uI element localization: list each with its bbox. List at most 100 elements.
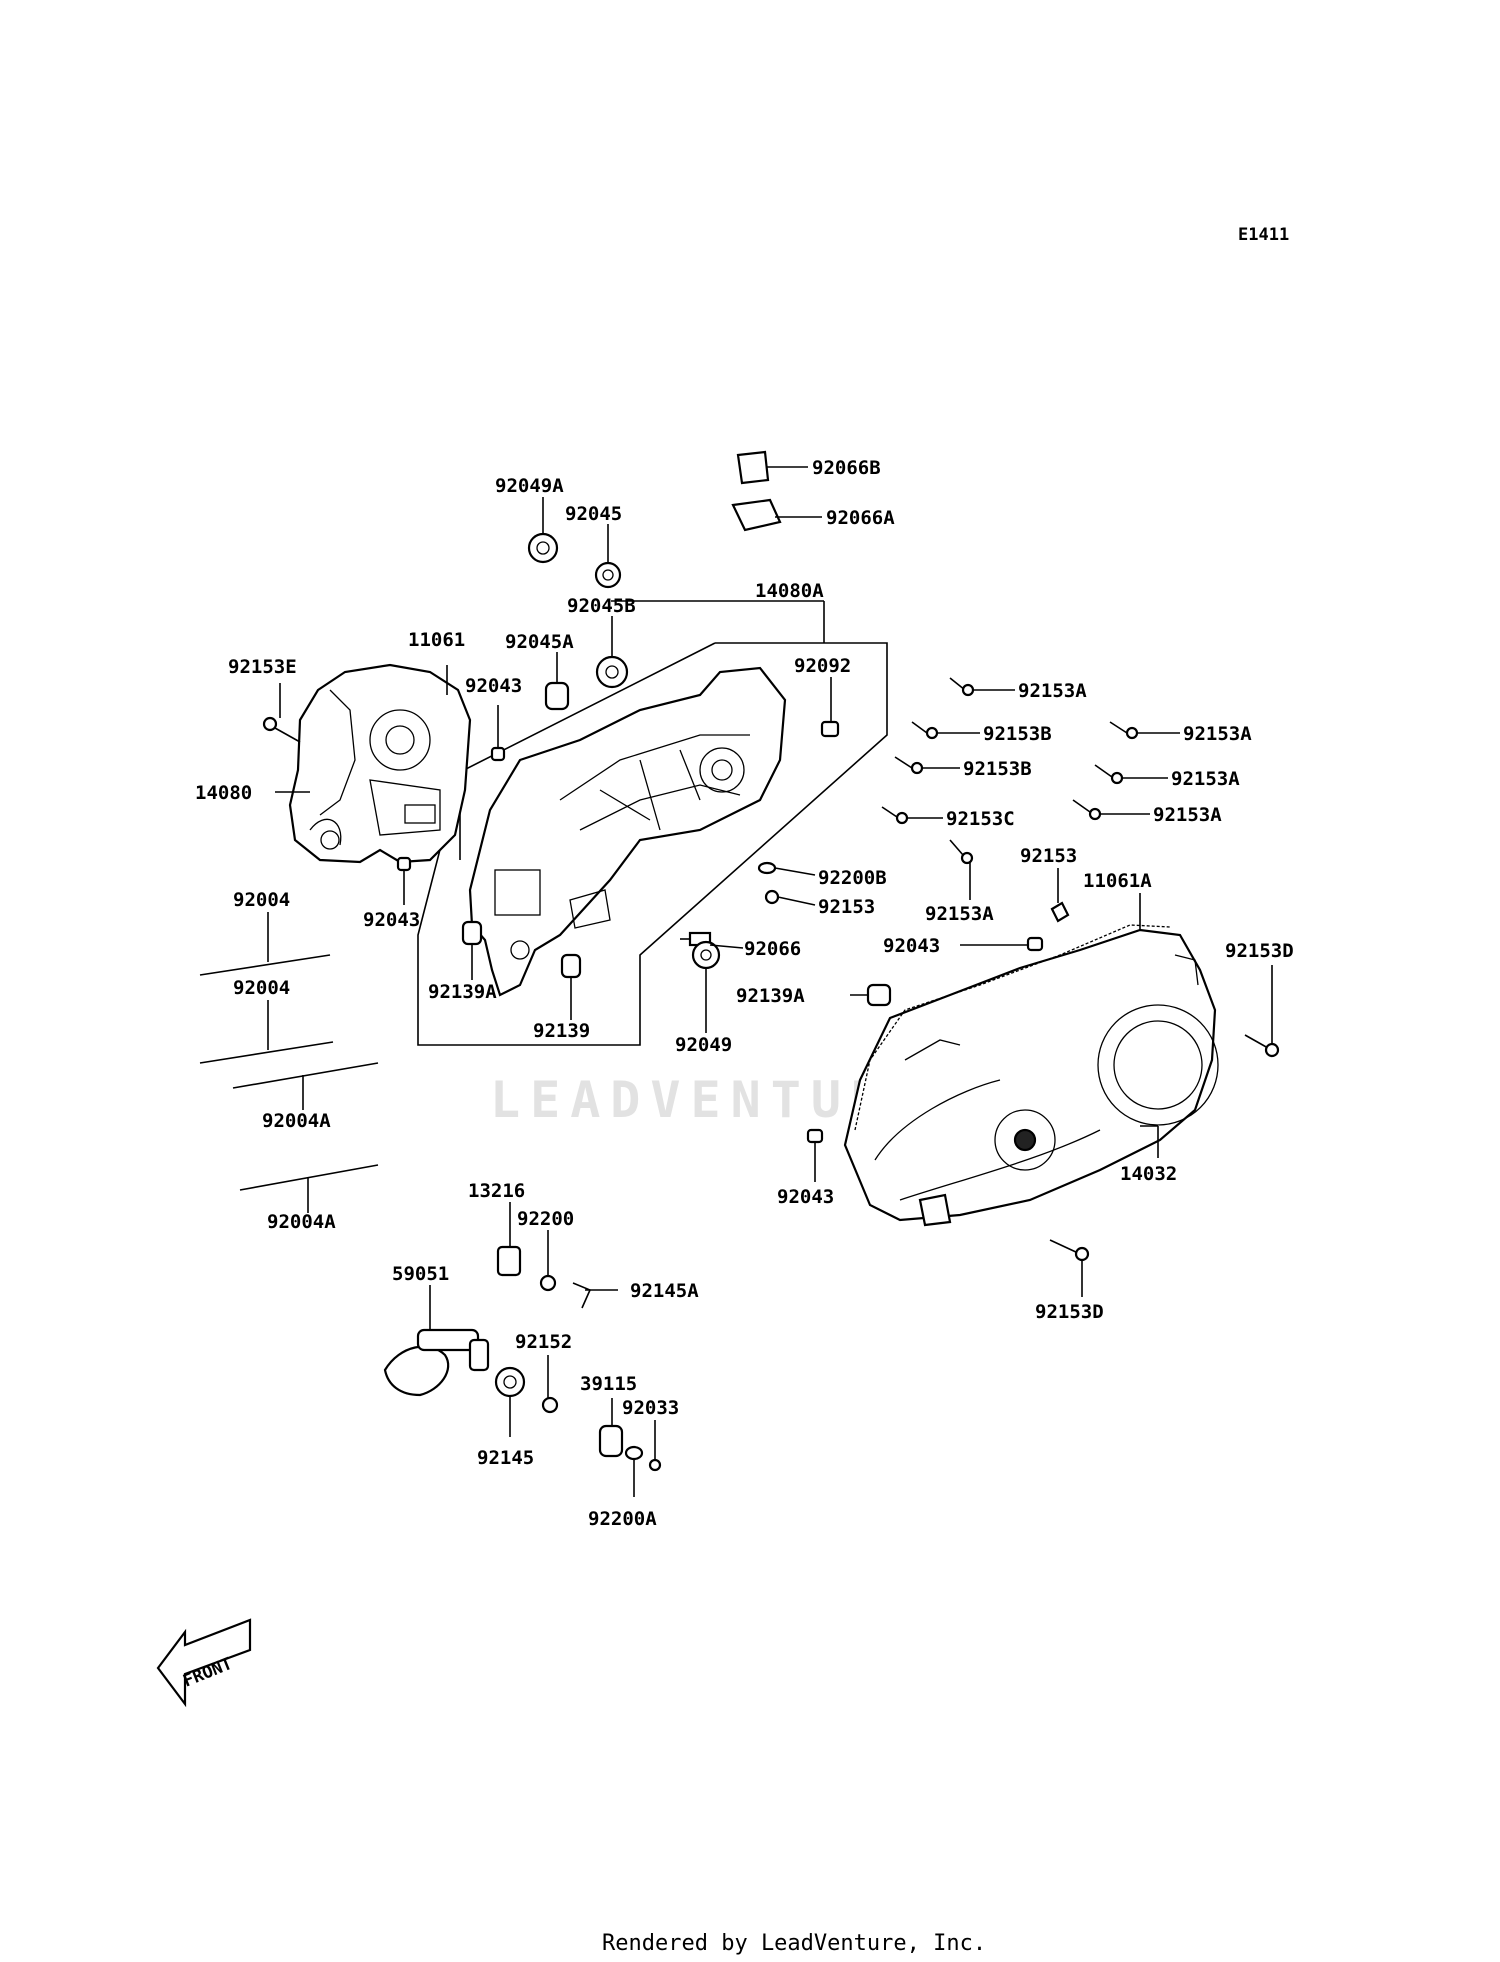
kick-shaft-59051-part xyxy=(383,1328,490,1397)
crankcase-left-part xyxy=(288,663,472,864)
label-92045b: 92045B xyxy=(567,595,636,617)
footer-text: Rendered by LeadVenture, Inc. xyxy=(602,1931,986,1956)
label-92004a-1: 92004A xyxy=(262,1110,331,1132)
label-92004-2: 92004 xyxy=(233,977,290,999)
bolt-92153e-part xyxy=(262,716,301,743)
clip-92033-part xyxy=(648,1458,662,1472)
bolt-92153b-2-part xyxy=(894,756,924,775)
washer-92200-part xyxy=(539,1274,557,1292)
label-92043-left: 92043 xyxy=(363,909,420,931)
stopper-92066b-part xyxy=(736,450,770,485)
label-92043-upper: 92043 xyxy=(465,675,522,697)
clip-92145a-part xyxy=(572,1282,592,1309)
bolt-92153-center-part xyxy=(764,889,780,905)
label-92153b-1: 92153B xyxy=(983,723,1052,745)
label-92139a-right: 92139A xyxy=(736,985,805,1007)
bushing-92139a-part xyxy=(461,920,483,946)
label-92066b: 92066B xyxy=(812,457,881,479)
label-92092: 92092 xyxy=(794,655,851,677)
ratchet-92145-part xyxy=(494,1366,526,1398)
washer-92200a-part xyxy=(624,1445,644,1461)
bearing-92045-part xyxy=(594,561,622,589)
stopper-92066a-part xyxy=(731,498,782,532)
diagram-code: E1411 xyxy=(1238,225,1289,245)
label-92004a-2: 92004A xyxy=(267,1211,336,1233)
label-92049a: 92049A xyxy=(495,475,564,497)
bushing-39115-part xyxy=(598,1424,624,1458)
label-92043-bottom: 92043 xyxy=(777,1186,834,1208)
label-13216: 13216 xyxy=(468,1180,525,1202)
washer-92152-part xyxy=(541,1396,559,1414)
label-92045a: 92045A xyxy=(505,631,574,653)
label-92153d-2: 92153D xyxy=(1035,1301,1104,1323)
stud-92004-2-part xyxy=(199,1041,334,1064)
front-arrow-icon: FRONT xyxy=(156,1618,252,1708)
label-92153-center: 92153 xyxy=(818,896,875,918)
bolt-92153c-part xyxy=(881,806,909,825)
label-92153a-2: 92153A xyxy=(1183,723,1252,745)
gasket-part xyxy=(854,924,1171,1131)
bolt-92153a-2-part xyxy=(1109,721,1139,740)
bolt-92153d-lower-part xyxy=(1049,1239,1090,1262)
stud-92004a-2-part xyxy=(239,1164,379,1191)
label-92153a-1: 92153A xyxy=(1018,680,1087,702)
label-14080: 14080 xyxy=(195,782,252,804)
bolt-92153a-5-part xyxy=(949,839,974,865)
label-92033: 92033 xyxy=(622,1397,679,1419)
label-92153d-1: 92153D xyxy=(1225,940,1294,962)
label-92153b-2: 92153B xyxy=(963,758,1032,780)
label-92200a: 92200A xyxy=(588,1508,657,1530)
label-39115: 39115 xyxy=(580,1373,637,1395)
label-92066a: 92066A xyxy=(826,507,895,529)
label-92200: 92200 xyxy=(517,1208,574,1230)
label-92152: 92152 xyxy=(515,1331,572,1353)
watermark-text: LEADVENTURE xyxy=(490,1071,931,1129)
label-92153e: 92153E xyxy=(228,656,297,678)
label-92153a-5: 92153A xyxy=(925,903,994,925)
label-92045: 92045 xyxy=(565,503,622,525)
label-92145a: 92145A xyxy=(630,1280,699,1302)
label-92153-right: 92153 xyxy=(1020,845,1077,867)
label-92145: 92145 xyxy=(477,1447,534,1469)
bearing-92049a-part xyxy=(527,532,559,564)
spring-13216-part xyxy=(496,1245,522,1277)
stud-92004a-1-part xyxy=(232,1062,379,1089)
label-92066: 92066 xyxy=(744,938,801,960)
bolt-92153a-1-part xyxy=(949,677,975,697)
label-92043-right: 92043 xyxy=(883,935,940,957)
label-92153a-3: 92153A xyxy=(1171,768,1240,790)
bolt-92153d-part xyxy=(1244,1034,1280,1058)
bushing-92139a-right-part xyxy=(866,983,892,1007)
leader-lines xyxy=(267,466,1273,1497)
crankcase-cover-part xyxy=(843,928,1219,1227)
label-92153a-4: 92153A xyxy=(1153,804,1222,826)
part-labels: 92049A 92045 92045B 92045A 92066B 92066A… xyxy=(195,457,1294,1530)
dowel-92043-part xyxy=(490,746,506,762)
label-92153c: 92153C xyxy=(946,808,1015,830)
label-11061: 11061 xyxy=(408,629,465,651)
label-14032: 14032 xyxy=(1120,1163,1177,1185)
bolt-92153a-3-part xyxy=(1094,764,1124,785)
crankcase-center-part xyxy=(468,666,787,997)
label-92004-1: 92004 xyxy=(233,889,290,911)
bolt-92153-right-part xyxy=(1050,901,1070,923)
bearing-92045a-part xyxy=(544,681,570,711)
label-92139a-left: 92139A xyxy=(428,981,497,1003)
label-92200b: 92200B xyxy=(818,867,887,889)
washer-92200b-part xyxy=(757,861,777,875)
bolt-92153b-1-part xyxy=(911,721,939,740)
label-92049: 92049 xyxy=(675,1034,732,1056)
dowel-92043-right-part xyxy=(1026,936,1044,952)
stud-92004-1-part xyxy=(199,954,331,976)
label-59051: 59051 xyxy=(392,1263,449,1285)
bushing-92092-part xyxy=(820,720,840,738)
label-11061a: 11061A xyxy=(1083,870,1152,892)
label-14080a: 14080A xyxy=(755,580,824,602)
dowel-92043-bottom-part xyxy=(806,1128,824,1144)
label-92139: 92139 xyxy=(533,1020,590,1042)
bushing-92139-part xyxy=(560,953,582,979)
bolt-92153a-4-part xyxy=(1072,799,1102,821)
bearing-92045b-part xyxy=(595,655,629,689)
dowel-92043-lower-part xyxy=(396,856,412,872)
